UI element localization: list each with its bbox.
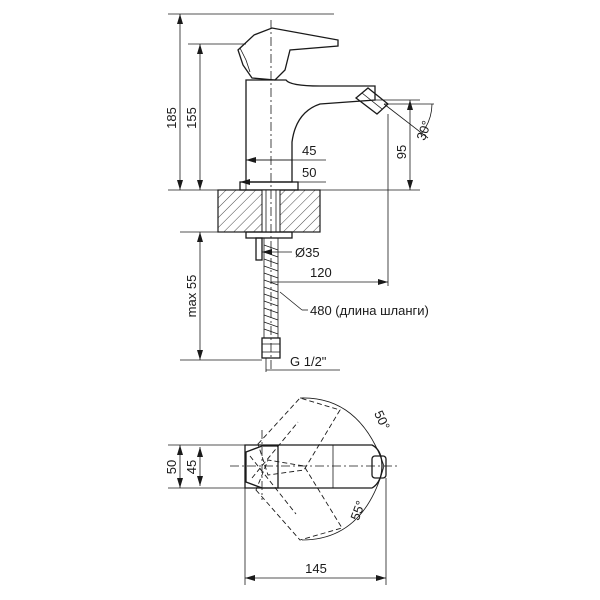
arc-55 (301, 465, 385, 541)
top-handle (245, 445, 279, 489)
dim-120-label: 120 (310, 265, 332, 280)
arc-50 (299, 397, 385, 467)
dim-top-45-label: 45 (184, 460, 199, 474)
dim-185-label: 185 (164, 107, 179, 129)
dim-95-label: 95 (394, 145, 409, 159)
angle-55-label: 55° (347, 499, 368, 523)
dim-d35-label: Ø35 (295, 245, 320, 260)
top-nozzle (371, 455, 387, 479)
dim-45-label: 45 (302, 143, 316, 158)
handle-lever (237, 27, 339, 81)
dim-50-label: 50 (302, 165, 316, 180)
hose-length-label: 480 (длина шланги) (310, 303, 429, 318)
side-dimensions (168, 13, 434, 372)
top-dimensions (168, 444, 387, 585)
handle-rotated-55 (255, 459, 343, 541)
dim-145-label: 145 (305, 561, 327, 576)
dim-30deg-label: 30° (413, 119, 434, 143)
top-view (230, 397, 400, 541)
faucet-body (245, 79, 376, 183)
fixing-plate (245, 231, 293, 239)
angle-50-label: 50° (371, 408, 393, 432)
dim-max55-label: max 55 (184, 275, 199, 318)
thread-label: G 1/2" (290, 354, 327, 369)
top-body (244, 444, 383, 489)
dim-top-50-label: 50 (164, 460, 179, 474)
nozzle-line (361, 92, 383, 110)
dim-155-label: 155 (184, 107, 199, 129)
handle-edge (239, 47, 251, 73)
stud-left (255, 237, 263, 261)
side-view (217, 20, 390, 372)
handle-rotated-50 (257, 397, 341, 476)
